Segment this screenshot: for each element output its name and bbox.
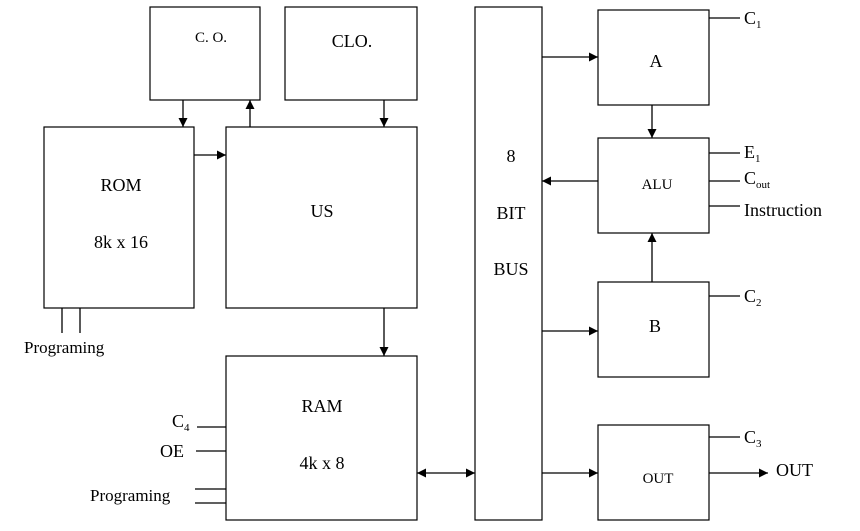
b-label: B <box>649 316 661 336</box>
rom-label: ROM <box>100 175 141 195</box>
b-register <box>597 281 710 378</box>
clo-block <box>284 6 418 101</box>
output-label: OUT <box>776 460 813 480</box>
oe-label: OE <box>160 441 184 461</box>
cout-label: Cout <box>744 168 770 191</box>
instruction-label: Instruction <box>744 200 822 220</box>
ram-block <box>225 355 418 521</box>
a-label: A <box>650 51 663 71</box>
us-block <box>225 126 418 309</box>
us-label: US <box>310 201 333 221</box>
bus-label-8: 8 <box>507 146 516 166</box>
ram-size-label: 4k x 8 <box>300 453 345 473</box>
a-register <box>597 9 710 106</box>
bus-label-bit: BIT <box>497 203 526 223</box>
out-block-label: OUT <box>643 471 674 487</box>
c4-label: C4 <box>172 411 190 434</box>
out-block <box>597 424 710 521</box>
alu-block <box>597 137 710 234</box>
c3-label: C3 <box>744 427 762 450</box>
c1-label: C1 <box>744 8 762 31</box>
bus-block <box>474 6 543 521</box>
e1-label: E1 <box>744 142 761 165</box>
co-block <box>149 6 261 101</box>
clo-label: CLO. <box>332 31 373 51</box>
ram-label: RAM <box>301 396 342 416</box>
co-label: C. O. <box>195 30 227 46</box>
rom-programing-label: Programing <box>24 338 105 357</box>
ram-programing-label: Programing <box>90 486 171 505</box>
rom-size-label: 8k x 16 <box>94 232 148 252</box>
c2-label: C2 <box>744 286 762 309</box>
alu-label: ALU <box>642 177 673 193</box>
bus-label-bus: BUS <box>493 259 528 279</box>
rom-block <box>43 126 195 309</box>
